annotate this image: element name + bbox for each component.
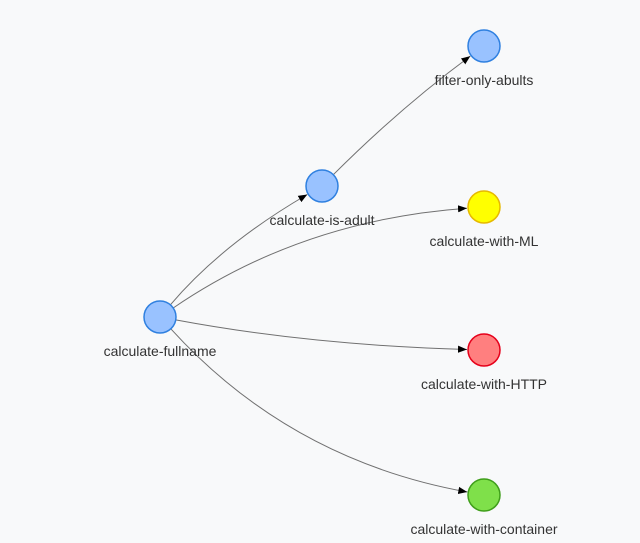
node-calculate-is-adult[interactable]: calculate-is-adult — [269, 169, 375, 228]
node-label: filter-only-abults — [435, 72, 534, 88]
edge-calculate-is-adult-to-filter-only-abults — [332, 55, 471, 176]
node-circle[interactable] — [467, 478, 501, 512]
node-calculate-with-HTTP[interactable]: calculate-with-HTTP — [421, 333, 547, 392]
node-circle[interactable] — [467, 333, 501, 367]
edge-layer — [170, 55, 471, 494]
edge-calculate-fullname-to-calculate-with-ML — [172, 205, 468, 309]
edge-calculate-fullname-to-calculate-is-adult — [170, 194, 308, 306]
node-circle[interactable] — [467, 190, 501, 224]
edge-calculate-fullname-to-calculate-with-HTTP — [175, 319, 468, 353]
node-calculate-with-container[interactable]: calculate-with-container — [410, 478, 558, 537]
edge-calculate-fullname-to-calculate-with-container — [170, 328, 468, 494]
node-circle[interactable] — [143, 300, 177, 334]
node-circle[interactable] — [467, 29, 501, 63]
node-label: calculate-with-HTTP — [421, 376, 547, 392]
node-layer: calculate-fullname calculate-is-adult filt… — [104, 29, 558, 537]
node-label: calculate-is-adult — [269, 212, 374, 228]
node-label: calculate-fullname — [104, 343, 217, 359]
node-label: calculate-with-container — [410, 521, 557, 537]
node-calculate-with-ML[interactable]: calculate-with-ML — [430, 190, 539, 249]
node-calculate-fullname[interactable]: calculate-fullname — [104, 300, 217, 359]
node-label: calculate-with-ML — [430, 233, 539, 249]
node-filter-only-abults[interactable]: filter-only-abults — [435, 29, 534, 88]
node-circle[interactable] — [305, 169, 339, 203]
